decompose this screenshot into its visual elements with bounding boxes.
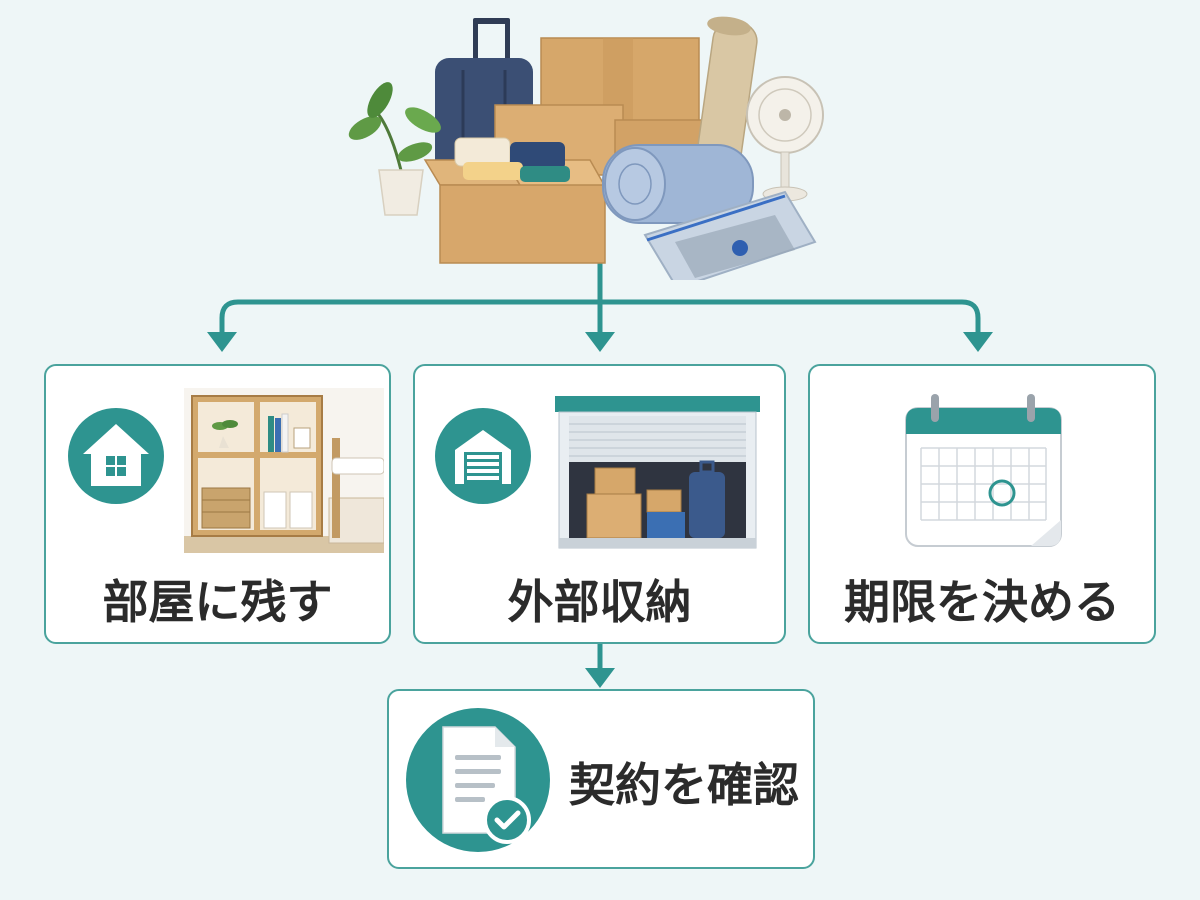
card-label-external: 外部収納 (507, 575, 692, 629)
arrow-left (207, 332, 237, 352)
calendar-icon (905, 394, 1062, 547)
card-label-deadline: 期限を決める (844, 575, 1120, 629)
fan-icon (746, 76, 824, 202)
moving-items-illustration (348, 16, 824, 280)
card-check-contract: 契約を確認 (387, 689, 815, 869)
arrow-center (585, 332, 615, 352)
branch-line (219, 299, 981, 343)
arrow-down (585, 668, 615, 688)
card-label-contract: 契約を確認 (569, 758, 799, 812)
card-label-stay: 部屋に残す (102, 575, 333, 629)
vacuum-bag-icon (643, 190, 817, 280)
open-box-icon (423, 137, 609, 264)
document-check-icon (406, 708, 550, 852)
plant-icon (348, 82, 441, 216)
card-external-storage: 外部収納 (413, 364, 786, 644)
arrow-right (963, 332, 993, 352)
storage-unit-illustration (555, 396, 760, 549)
shelf-room-illustration (184, 388, 384, 553)
garage-icon (435, 408, 531, 504)
rug-icon (696, 16, 758, 173)
futon-icon (602, 144, 754, 224)
card-stay-in-room: 部屋に残す (44, 364, 391, 644)
card-set-deadline: 期限を決める (808, 364, 1156, 644)
house-icon (68, 408, 164, 504)
